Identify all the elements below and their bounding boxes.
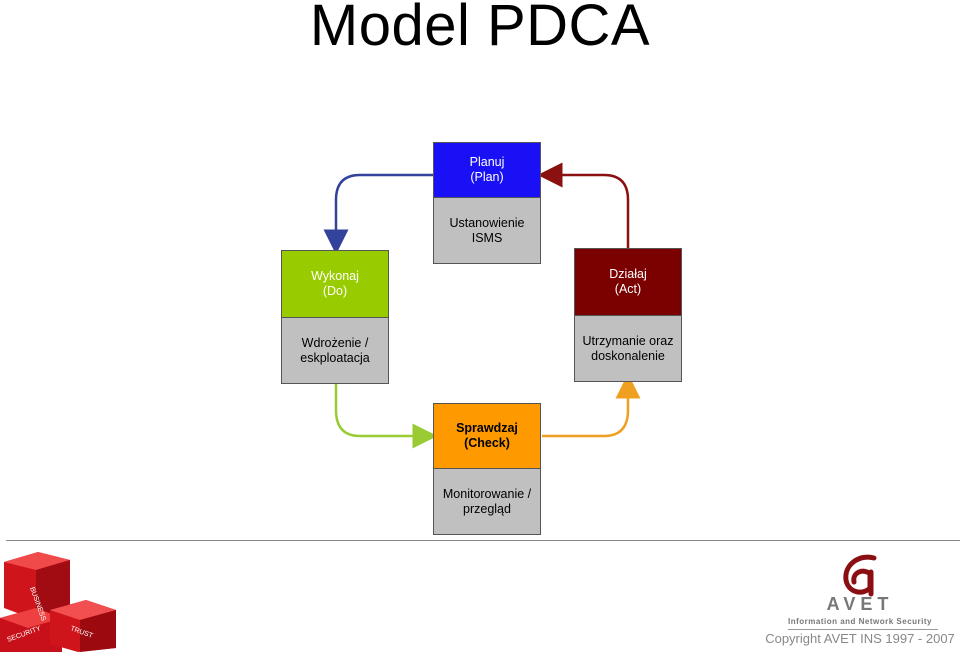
check-header: Sprawdzaj (Check) xyxy=(434,404,540,468)
check-desc-line1: Monitorowanie / xyxy=(442,486,532,501)
copyright-text: Copyright AVET INS 1997 - 2007 xyxy=(765,631,955,646)
act-header: Działaj (Act) xyxy=(575,249,681,315)
avet-brand: AVET Information and Network Security Co… xyxy=(760,548,960,652)
plan-header: Planuj (Plan) xyxy=(434,143,540,197)
act-description: Utrzymanie oraz doskonalenie xyxy=(575,315,681,381)
plan-box: Planuj (Plan) Ustanowienie ISMS xyxy=(433,142,541,264)
check-desc-line2: przegląd xyxy=(463,501,511,516)
act-box: Działaj (Act) Utrzymanie oraz doskonalen… xyxy=(574,248,682,382)
act-desc-line1: Utrzymanie oraz xyxy=(582,333,674,348)
do-label-en: (Do) xyxy=(322,284,348,298)
do-label: Wykonaj xyxy=(311,269,359,283)
do-box: Wykonaj (Do) Wdrożenie / eskploatacja xyxy=(281,250,389,384)
act-desc-line2: doskonalenie xyxy=(591,348,665,363)
brand-rule xyxy=(788,629,938,630)
check-box: Sprawdzaj (Check) Monitorowanie / przegl… xyxy=(433,403,541,535)
do-header: Wykonaj (Do) xyxy=(282,251,388,317)
check-label: Sprawdzaj xyxy=(456,421,518,435)
act-label-en: (Act) xyxy=(614,282,642,296)
brand-name: AVET xyxy=(826,594,894,614)
plan-label-en: (Plan) xyxy=(470,170,504,184)
plan-label: Planuj xyxy=(469,155,505,169)
plan-desc-line2: ISMS xyxy=(471,230,503,245)
do-desc-line1: Wdrożenie / xyxy=(301,335,369,350)
brand-tagline: Information and Network Security xyxy=(787,617,933,626)
footer-divider xyxy=(6,540,960,541)
page-title: Model PDCA xyxy=(309,0,651,58)
plan-desc-line1: Ustanowienie xyxy=(449,215,525,230)
avet-logo-icon xyxy=(843,554,877,597)
do-desc-line2: eskploatacja xyxy=(300,350,370,365)
cycle-arrows xyxy=(323,162,641,449)
check-description: Monitorowanie / przegląd xyxy=(434,468,540,534)
check-label-en: (Check) xyxy=(464,436,510,450)
plan-description: Ustanowienie ISMS xyxy=(434,197,540,263)
arrow-plan-to-do xyxy=(323,173,433,255)
arrow-act-to-plan xyxy=(537,162,630,248)
do-description: Wdrożenie / eskploatacja xyxy=(282,317,388,383)
arrow-check-to-act xyxy=(542,373,641,438)
arrow-do-to-check xyxy=(334,382,438,449)
business-security-trust-logo: BUSINESS SECURITY TRUST xyxy=(0,552,116,652)
act-label: Działaj xyxy=(609,267,647,281)
